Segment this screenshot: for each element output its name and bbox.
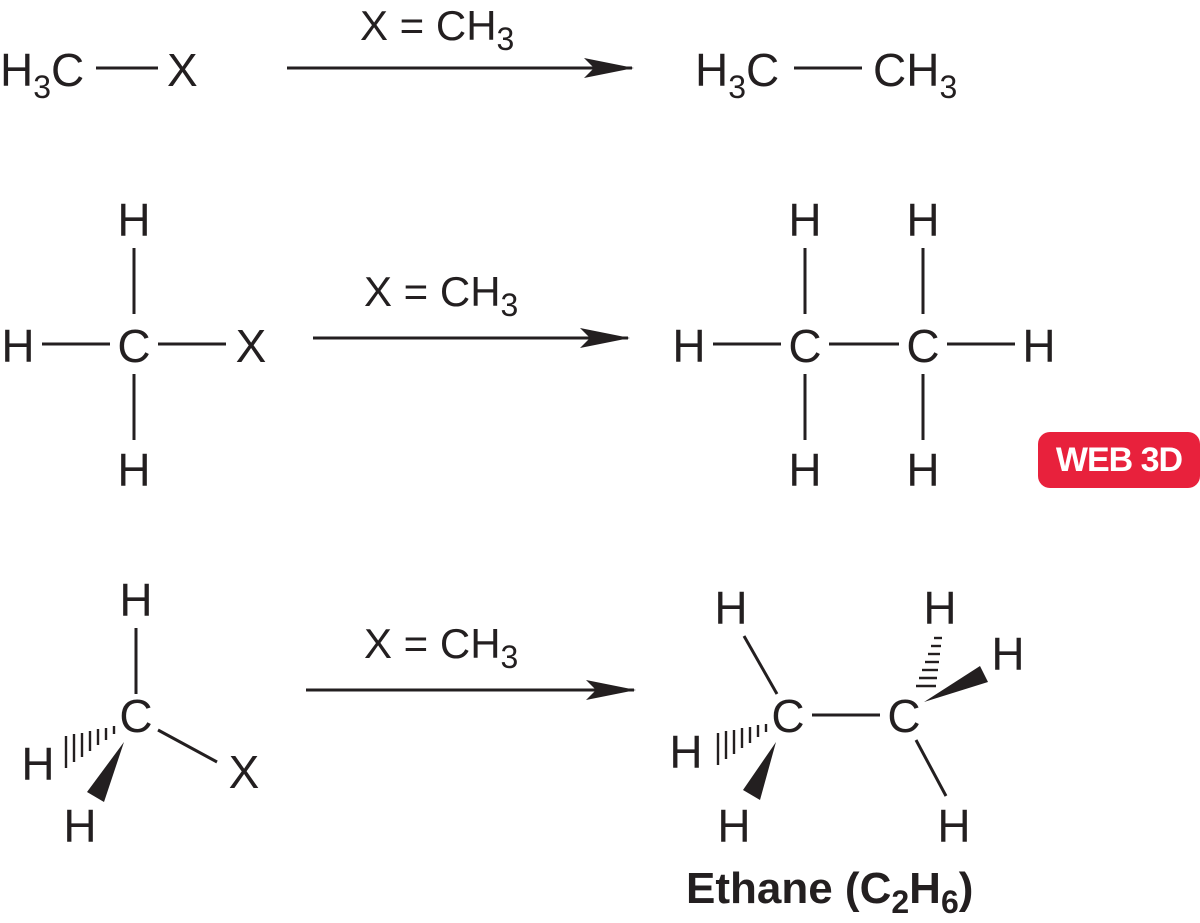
row2-product-h-top2: H bbox=[906, 194, 939, 246]
row2-product-h-left: H bbox=[672, 320, 705, 372]
row1-condition-text: X = CH3 bbox=[360, 2, 514, 57]
row1-condition: X = CH3 bbox=[287, 2, 634, 78]
row2-product-c2: C bbox=[906, 320, 939, 372]
row1-reactant: H3C X bbox=[0, 44, 198, 105]
row2-reactant-h-bottom: H bbox=[117, 444, 150, 496]
row1-product-methyl-left: H3C bbox=[695, 44, 779, 105]
row3-reactant-c: C bbox=[119, 690, 152, 742]
row3-condition: X = CH3 bbox=[306, 620, 636, 700]
row3-reactant-bond-x bbox=[157, 728, 218, 764]
row2-reactant-x: X bbox=[236, 320, 267, 372]
row3-product-h-right: H bbox=[991, 628, 1024, 680]
row3-reactant-h-top: H bbox=[119, 574, 152, 626]
row2-product: H H H C C H H H bbox=[672, 194, 1055, 496]
row3-condition-text: X = CH3 bbox=[364, 620, 518, 675]
row2-product-h-top1: H bbox=[788, 194, 821, 246]
row3-product-h-top-right: H bbox=[923, 582, 956, 634]
row3-product-bond-top-left bbox=[742, 635, 779, 695]
row2-condition-text: X = CH3 bbox=[364, 268, 518, 323]
row3-product-hashed-bond-top bbox=[916, 636, 942, 688]
row3-product-h-left: H bbox=[669, 726, 702, 778]
row2-condition: X = CH3 bbox=[313, 268, 630, 348]
row3-reactant-hashed-bond bbox=[64, 726, 116, 768]
row3-product-hashed-bond-left bbox=[716, 724, 768, 765]
row3-reactant-x: X bbox=[229, 746, 260, 798]
row3-reactant-wedge-bond bbox=[87, 742, 124, 802]
row3-reactant: H C H H X bbox=[21, 574, 259, 852]
row3-product-h-top-left: H bbox=[714, 582, 747, 634]
row2-reactant-h-left: H bbox=[1, 320, 34, 372]
row3-product-wedge-bond-bottom bbox=[743, 742, 776, 800]
row1-product-methyl-right: CH3 bbox=[873, 44, 957, 105]
row3-product-h-bottom-left: H bbox=[717, 800, 750, 852]
row1-product: H3C CH3 bbox=[695, 44, 957, 105]
row3-product-c1: C bbox=[771, 690, 804, 742]
row2-reactant-c: C bbox=[117, 320, 150, 372]
row3-product-h-bottom-right: H bbox=[937, 800, 970, 852]
row2-reactant: H H C X H bbox=[1, 194, 266, 496]
row3-product-c2: C bbox=[887, 690, 920, 742]
web-3d-badge-label: WEB 3D bbox=[1055, 440, 1183, 479]
row2-product-c1: C bbox=[788, 320, 821, 372]
row3-reactant-h-wedge: H bbox=[63, 800, 96, 852]
row1-reactant-x: X bbox=[167, 44, 198, 96]
product-name: Ethane (C2H6) bbox=[686, 864, 973, 918]
row1-reactant-methyl: H3C bbox=[0, 44, 84, 105]
row3-product-bond-bottom-right bbox=[914, 739, 948, 797]
row3-product: H C C H H H H H bbox=[669, 582, 1024, 852]
web-3d-badge[interactable]: WEB 3D bbox=[1038, 432, 1200, 488]
row3-product-wedge-bond-right bbox=[924, 666, 988, 702]
row2-product-h-bottom1: H bbox=[788, 444, 821, 496]
row3-reactant-h-hashed: H bbox=[21, 738, 54, 790]
row2-product-h-bottom2: H bbox=[906, 444, 939, 496]
row2-product-h-right: H bbox=[1022, 320, 1055, 372]
row2-reactant-h-top: H bbox=[117, 194, 150, 246]
